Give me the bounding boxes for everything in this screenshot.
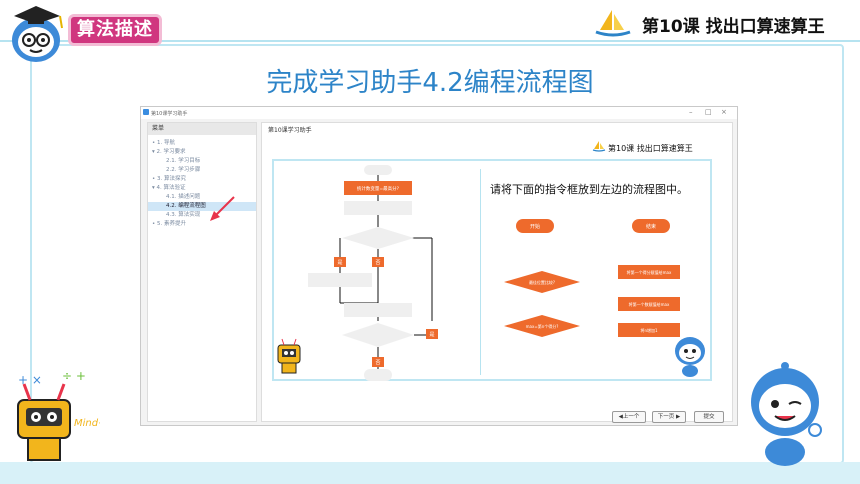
sailboat-logo-icon — [595, 10, 631, 37]
close-icon[interactable]: × — [721, 108, 727, 116]
robot-mascot-icon: Mind+ + × ÷ + — [17, 370, 100, 461]
flowchart-work-area: 统计数变量=最高分? 是 否 是 否 请将下面的指令框放到左边的流程图中。 开始 — [272, 159, 712, 381]
content-panel: 第10课学习助手 第10课 找出口算速算王 — [261, 122, 733, 423]
content-header: 第10课学习助手 — [268, 127, 312, 134]
instruction-prompt: 请将下面的指令框放到左边的流程图中。 — [490, 183, 688, 196]
menu-title: 菜单 — [148, 123, 256, 135]
flow-empty-slot[interactable] — [308, 273, 372, 287]
mascot-blue-small-icon — [675, 337, 705, 377]
palette-decision-1[interactable] — [504, 271, 580, 293]
maximize-icon[interactable]: □ — [705, 108, 712, 116]
flow-yes-label: 是 — [429, 332, 434, 338]
menu-item[interactable]: 4.1. 描述问题 — [166, 194, 201, 200]
lesson-title: 第10课 找出口算速算王 — [642, 17, 825, 37]
app-window-title: 第10课学习助手 — [151, 111, 188, 117]
flow-no-tag — [372, 257, 384, 267]
palette-decision-1-label: 最佳位置比较? — [529, 279, 555, 285]
palette-start-label: 开始 — [530, 223, 540, 230]
slide-title: 完成学习助手4.2编程流程图 — [266, 68, 594, 98]
menu-panel: 菜单 • 1. 导航 ▾ 2. 学习要求 2.1. 学习目标 2.2. 学习步骤 • 3… — [147, 122, 257, 422]
inner-lesson-title: 第10课 找出口算速算王 — [608, 144, 693, 153]
menu-item[interactable]: ▾ 4. 算法验证 — [152, 185, 186, 191]
app-titlebar: 第10课学习助手 – □ × — [141, 107, 737, 119]
palette-process-3[interactable] — [618, 323, 680, 337]
flow-terminal-end[interactable] — [364, 369, 392, 381]
mascot-blue-large-icon — [751, 362, 822, 466]
palette-decision-2[interactable] — [504, 315, 580, 337]
menu-item[interactable]: 2.1. 学习目标 — [166, 158, 201, 164]
learning-assistant-window: 第10课学习助手 – □ × 菜单 • 1. 导航 ▾ 2. 学习要求 2.1. 学… — [140, 106, 738, 426]
menu-item[interactable]: 4.2. 编程流程图 — [148, 202, 256, 211]
palette-end[interactable] — [632, 219, 670, 233]
flow-first-box-label: 统计数变量=最高分? — [357, 185, 400, 192]
menu-item[interactable]: • 5. 素养提升 — [152, 221, 186, 227]
flow-terminal-start[interactable] — [364, 165, 392, 175]
flow-yes-label: 是 — [337, 260, 342, 266]
bottom-band — [0, 462, 860, 484]
submit-button[interactable]: 提交 — [694, 411, 724, 423]
robot-small-icon — [277, 338, 301, 374]
palette-process-2[interactable] — [618, 297, 680, 311]
section-badge: 算法描述 — [68, 14, 162, 46]
flow-no-label: 否 — [375, 260, 380, 266]
menu-list: • 1. 导航 ▾ 2. 学习要求 2.1. 学习目标 2.2. 学习步骤 • 3. 算… — [148, 135, 256, 229]
svg-text:÷ +: ÷ + — [62, 370, 86, 383]
menu-item[interactable]: • 1. 导航 — [152, 140, 175, 146]
svg-text:Mind+: Mind+ — [74, 418, 100, 429]
menu-item[interactable]: ▾ 2. 学习要求 — [152, 149, 186, 155]
flow-empty-slot[interactable] — [344, 201, 412, 215]
svg-text:+ ×: + × — [18, 373, 42, 387]
palette-process-1[interactable] — [618, 265, 680, 279]
pointer-arrow-icon — [210, 196, 235, 221]
palette-process-3-label: 将n增加1 — [640, 327, 658, 333]
flow-empty-decision[interactable] — [342, 227, 414, 249]
app-icon — [143, 109, 149, 115]
minimize-icon[interactable]: – — [689, 108, 693, 116]
header-divider — [0, 40, 860, 42]
palette-start[interactable] — [516, 219, 554, 233]
flow-no-label: 否 — [375, 360, 380, 366]
instruction-palette: 开始 结束 最佳位置比较? 将第一个得分赋值给max 将第一个数赋值给max m… — [504, 219, 680, 337]
flow-yes-tag — [426, 329, 438, 339]
flow-empty-decision[interactable] — [342, 323, 414, 347]
prev-button[interactable]: ◀上一个 — [612, 411, 646, 423]
menu-item[interactable]: • 3. 算法探究 — [152, 176, 186, 182]
inner-sailboat-icon — [592, 141, 606, 152]
panel-divider — [480, 169, 481, 375]
palette-end-label: 结束 — [646, 223, 656, 230]
menu-item[interactable]: 2.2. 学习步骤 — [166, 167, 201, 173]
next-button[interactable]: 下一页 ▶ — [652, 411, 686, 423]
flow-empty-slot[interactable] — [344, 303, 412, 317]
palette-process-2-label: 将第一个数赋值给max — [629, 301, 670, 307]
flow-no-tag — [372, 357, 384, 367]
mascot-graduate-icon — [12, 6, 63, 62]
flow-yes-tag — [334, 257, 346, 267]
palette-process-1-label: 将第一个得分赋值给max — [627, 269, 672, 275]
flowchart-canvas: 统计数变量=最高分? 是 否 是 否 — [308, 165, 438, 381]
menu-item[interactable]: 4.3. 算法实现 — [166, 212, 201, 218]
palette-decision-2-label: max=第n个得分? — [526, 323, 559, 329]
flow-first-box[interactable] — [344, 181, 412, 195]
